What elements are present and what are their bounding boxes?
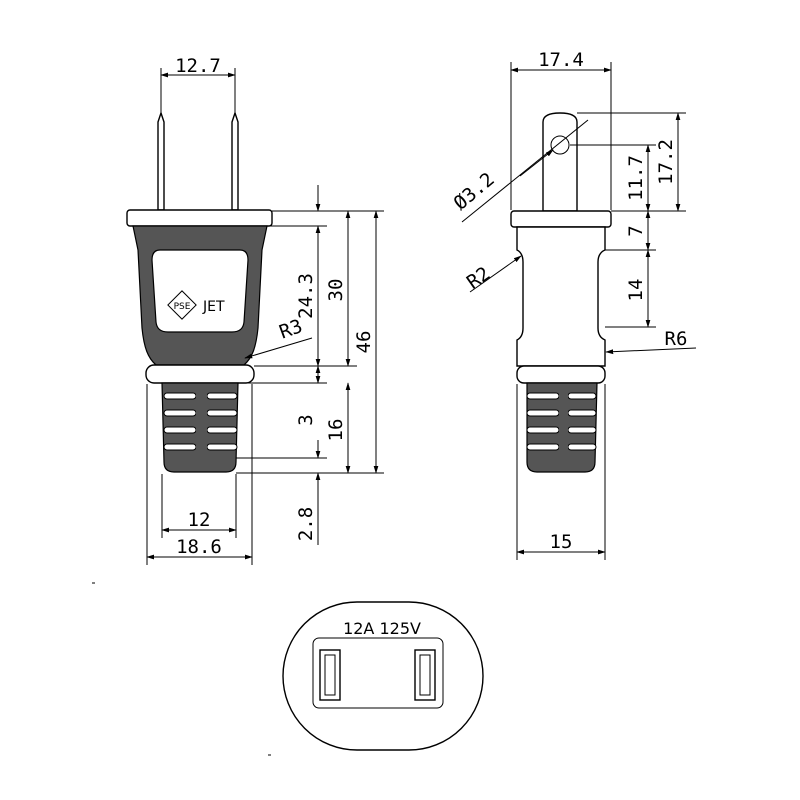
front-view: PSE JET 12.7 24.3 — [126, 55, 384, 565]
radius-r6: R6 — [665, 328, 688, 350]
radius-r2: R2 — [463, 263, 494, 294]
face-slot-right — [414, 649, 436, 701]
dim-7: 7 — [625, 225, 647, 236]
blade-hole — [550, 135, 570, 155]
dim-body-width: 18.6 — [176, 536, 222, 558]
dim-base-width-15: 15 — [550, 531, 573, 553]
dim-base-width-12: 12 — [188, 509, 211, 531]
face-slot-left — [319, 649, 341, 701]
left-blade — [157, 110, 165, 211]
side-flange — [510, 210, 612, 228]
side-collar — [516, 365, 606, 384]
face-view: 12A 125V — [282, 601, 484, 751]
front-flange — [126, 209, 273, 227]
dim-11-7: 11.7 — [625, 155, 647, 201]
side-blade — [542, 112, 578, 212]
logo-text: JET — [202, 299, 225, 315]
dim-blade-spacing: 12.7 — [175, 55, 221, 77]
dim-17-2: 17.2 — [655, 139, 677, 185]
side-view: 17.4 Ø3.2 11.7 17.2 7 14 R2 R6 15 — [450, 49, 697, 560]
dim-46: 46 — [353, 331, 375, 354]
dim-2-8: 2.8 — [295, 507, 317, 541]
dim-14: 14 — [625, 279, 647, 302]
front-collar — [145, 364, 255, 384]
dim-30: 30 — [325, 279, 347, 302]
logo-mark: PSE JET — [167, 290, 225, 320]
logo-mark-letters: PSE — [174, 302, 191, 312]
dim-3: 3 — [295, 414, 317, 425]
dim-24-3: 24.3 — [295, 273, 317, 319]
face-outline — [282, 601, 484, 751]
right-blade — [231, 110, 239, 211]
face-rating: 12A 125V — [343, 619, 421, 638]
face-inner — [312, 637, 444, 709]
dim-16: 16 — [325, 419, 347, 442]
logo-panel — [151, 249, 249, 333]
dim-depth: 17.4 — [538, 49, 584, 71]
dim-hole-diameter: Ø3.2 — [450, 168, 499, 214]
side-body — [516, 226, 606, 367]
